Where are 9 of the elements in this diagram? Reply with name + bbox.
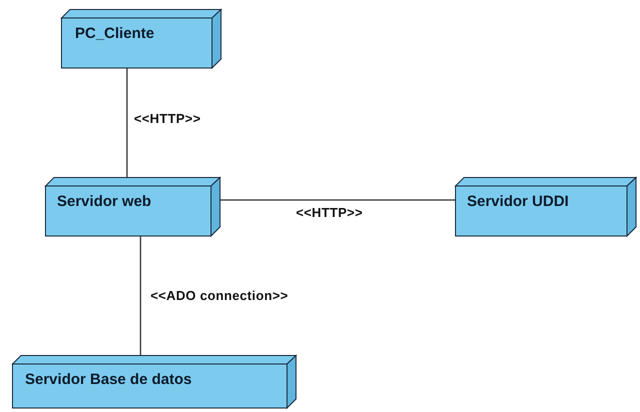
node-label: PC_Cliente <box>75 25 154 42</box>
node-label: Servidor Base de datos <box>25 371 192 388</box>
edge-label: <<ADO connection>> <box>150 288 290 302</box>
node-label: Servidor UDDI <box>467 193 569 210</box>
node-label: Servidor web <box>57 193 152 210</box>
connector-line <box>220 199 455 201</box>
connector-line <box>140 236 142 355</box>
edge-label: <<HTTP>> <box>295 205 364 220</box>
connector-line <box>126 68 128 177</box>
